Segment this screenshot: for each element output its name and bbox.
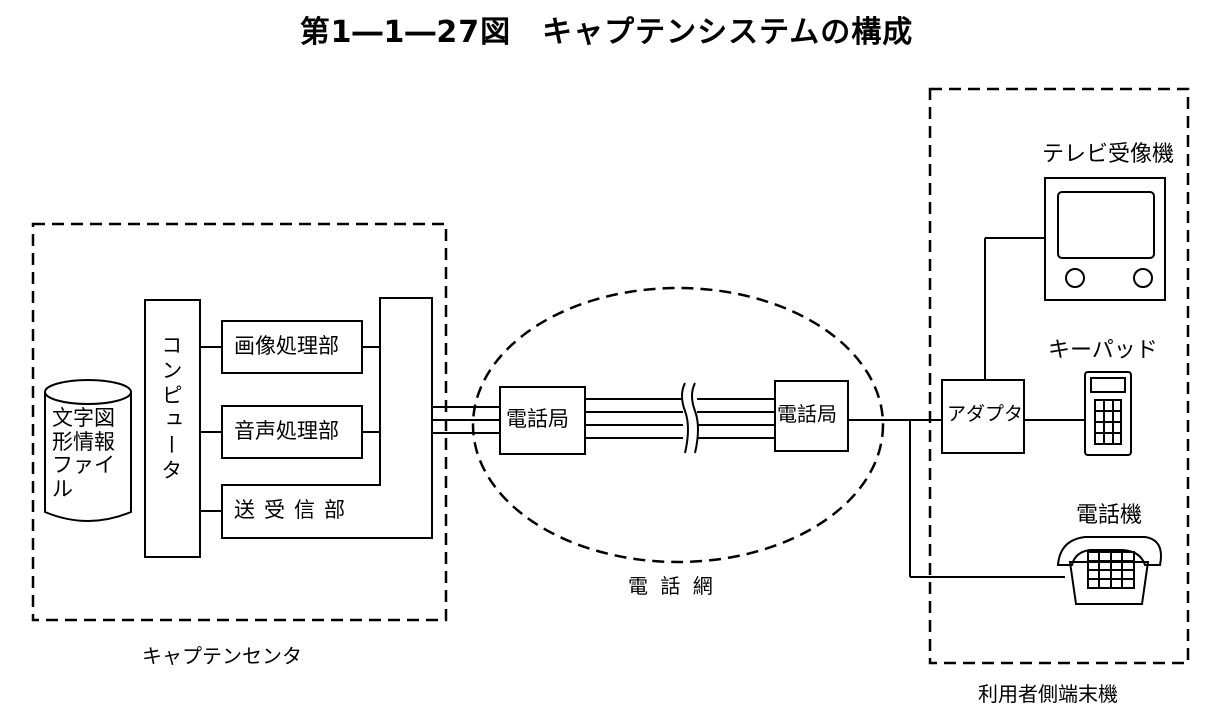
- telephone-network-ellipse: [471, 286, 885, 564]
- transceiver-box: [221, 297, 433, 539]
- tv-label: テレビ受像機: [1042, 142, 1175, 167]
- file-label: 文字図 形情報 ファイ ル: [52, 406, 115, 501]
- exchange-right-box: [774, 380, 849, 452]
- audio-proc-label: 音声処理部: [234, 419, 339, 443]
- adapter-label: アダプタ: [947, 403, 1024, 425]
- exchange-right-label: 電話局: [777, 402, 837, 426]
- user-terminal-caption: 利用者側端末機: [978, 682, 1118, 706]
- figure-title: 第1―1―27図 キャプテンシステムの構成: [299, 15, 914, 50]
- exchange-left-label: 電話局: [506, 407, 569, 431]
- computer-label: コンピュータ: [159, 334, 183, 484]
- image-proc-label: 画像処理部: [234, 334, 339, 358]
- transceiver-label: 送受信部: [234, 498, 354, 522]
- captain-center-boundary: [31, 222, 448, 622]
- computer-box: [144, 299, 201, 558]
- telephone-network-caption: 電 話 網: [628, 574, 716, 598]
- keypad-drawing: [1084, 371, 1132, 456]
- user-terminal-boundary: [928, 87, 1190, 665]
- telephone-drawing: [1056, 536, 1162, 605]
- captain-center-caption: キャプテンセンタ: [142, 644, 302, 668]
- file-cylinder-shape: [44, 379, 132, 522]
- tv-set-drawing: [1044, 177, 1166, 301]
- keypad-label: キーパッド: [1048, 338, 1158, 363]
- adapter-box: [941, 379, 1025, 454]
- phone-label: 電話機: [1076, 503, 1143, 528]
